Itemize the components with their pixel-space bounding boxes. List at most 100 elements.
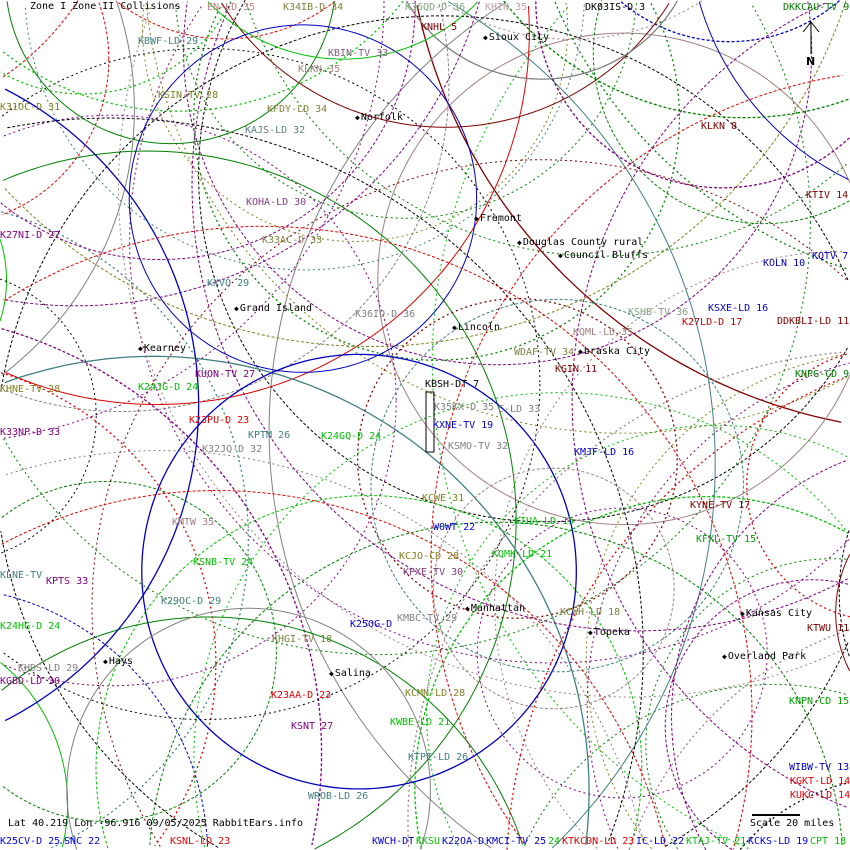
station-label[interactable]: KGKT-LD 14 — [790, 776, 850, 787]
coverage-contour — [0, 15, 849, 848]
station-label[interactable]: K25OG-D — [350, 619, 393, 630]
station-label[interactable]: KUKC-LD 14 — [790, 790, 850, 801]
station-label[interactable]: K33AC-D 33 — [262, 235, 323, 246]
station-label[interactable]: KGIN 11 — [555, 364, 598, 375]
station-label[interactable]: KHNE-TV 28 — [0, 384, 61, 395]
station-label[interactable]: KMBC-TV 29 — [397, 613, 458, 624]
coverage-contour — [698, 1, 849, 180]
station-label[interactable]: KQML-LD 35 — [573, 327, 634, 338]
station-label[interactable]: KQMK-LD 21 — [492, 549, 553, 560]
station-label[interactable]: KUON-TV 27 — [195, 369, 256, 380]
station-label[interactable]: KKSU — [416, 836, 441, 847]
station-label[interactable]: KYNE-TV 17 — [690, 500, 751, 511]
station-label[interactable]: 24 — [548, 836, 561, 847]
station-label[interactable]: KCWE 31 — [422, 493, 465, 504]
station-label[interactable]: KTKCDN-LD 23 — [562, 836, 635, 847]
station-label[interactable]: KMJF-LD 16 — [574, 447, 635, 458]
station-label[interactable]: C-LD 33 — [498, 404, 541, 415]
station-label[interactable]: KSNL-LD 23 — [170, 836, 231, 847]
station-label[interactable]: KWCH-DT — [372, 836, 415, 847]
station-label[interactable]: KFXL-TV 15 — [696, 534, 757, 545]
station-label[interactable]: KBIN-TV 33 — [328, 48, 389, 59]
station-label[interactable]: K35KX-D 35 — [434, 402, 495, 413]
station-label[interactable]: KBSH-DT 7 — [425, 379, 480, 390]
station-label[interactable]: KTAJ-TV 21 — [686, 836, 747, 847]
station-label[interactable]: KMCI-TV 25 — [486, 836, 547, 847]
station-label[interactable]: KHIN 35 — [485, 2, 528, 13]
station-label[interactable]: KFDY-LD 34 — [267, 104, 328, 115]
station-label[interactable]: WROB-LD 26 — [308, 791, 369, 802]
coverage-contour — [1, 211, 249, 849]
station-label[interactable]: KBWF-LD 29 — [138, 36, 199, 47]
station-label[interactable]: KPTM 26 — [248, 430, 291, 441]
station-label[interactable]: KWBE-LD 21 — [390, 717, 451, 728]
station-label[interactable]: IC-LD 22 — [636, 836, 685, 847]
station-label[interactable]: K34IB-D 34 — [283, 2, 344, 13]
station-label[interactable]: K36QD-D 36 — [405, 2, 466, 13]
coverage-contour — [7, 117, 644, 844]
station-label[interactable]: KCJO-CD 28 — [399, 551, 460, 562]
station-label[interactable]: KTPE-LD 26 — [408, 752, 469, 763]
station-label[interactable]: K23PU-D 23 — [189, 415, 250, 426]
station-label[interactable]: KXVO 29 — [207, 278, 250, 289]
station-label[interactable]: WIBW-TV 13 — [789, 762, 850, 773]
station-label[interactable]: KGBD-LD 30 — [0, 676, 61, 687]
station-label[interactable]: DKKCAU-TV 9 — [783, 2, 850, 13]
station-label[interactable]: KTWU 11 — [807, 623, 850, 634]
coverage-contour — [24, 4, 585, 271]
station-label[interactable]: KCMN-LD 28 — [405, 688, 466, 699]
station-label[interactable]: KMTW 35 — [172, 517, 215, 528]
station-label[interactable]: KPXE-TV 30 — [403, 567, 464, 578]
station-label[interactable]: K29OC-D 29 — [161, 596, 222, 607]
station-label[interactable]: KNPN-CD 15 — [789, 696, 850, 707]
station-label[interactable]: KQTV 7 — [812, 251, 849, 262]
station-label[interactable]: K22OA-D — [442, 836, 485, 847]
station-label[interactable]: K27LD-D 17 — [682, 317, 743, 328]
station-label[interactable]: KLNE-TV — [0, 570, 43, 581]
station-label[interactable]: KCWH-LD 18 — [560, 607, 621, 618]
station-label[interactable]: KCKS-LD 19 — [748, 836, 809, 847]
station-label[interactable]: K24JG-D 24 — [138, 382, 199, 393]
station-label[interactable]: K32JQ-D 32 — [202, 444, 263, 455]
city-dot-icon: ◆ — [588, 628, 593, 637]
station-label[interactable]: DK03IS-D 3 — [585, 2, 646, 13]
station-label[interactable]: KHGI-TV 18 — [272, 634, 333, 645]
station-label[interactable]: KNHL 5 — [421, 22, 458, 33]
station-label[interactable]: KSNT 27 — [291, 721, 334, 732]
scale-label: Scale 20 miles — [750, 818, 835, 829]
station-label[interactable]: DDKBLI-LD 11 — [777, 316, 850, 327]
station-label[interactable]: KAJS-LD 32 — [245, 125, 306, 136]
station-label[interactable]: KSHB-TV 36 — [628, 307, 689, 318]
coverage-contour — [433, 467, 675, 710]
station-label[interactable]: K23AA-D 23 — [271, 690, 332, 701]
station-label[interactable]: EN-LD 35 — [207, 2, 256, 13]
station-label[interactable]: KXNE-TV 19 — [433, 420, 494, 431]
station-label[interactable]: KSIN-TV 28 — [158, 90, 219, 101]
station-label[interactable]: CPT 18 — [810, 836, 847, 847]
city-dot-icon: ◆ — [329, 669, 334, 678]
station-label[interactable]: KPTS 33 — [46, 576, 89, 587]
station-label[interactable]: KOHA-LD 30 — [246, 197, 307, 208]
station-label[interactable]: K24HG-D 24 — [0, 621, 61, 632]
station-label[interactable]: KSNB-TV 24 — [193, 557, 254, 568]
station-label[interactable]: K31OC-D 31 — [0, 102, 61, 113]
station-label[interactable]: K25CV-D 25 — [0, 836, 61, 847]
station-label[interactable]: KHDS-LD 29 — [18, 663, 79, 674]
station-label[interactable]: SNC 22 — [64, 836, 101, 847]
station-label[interactable]: KSMO-TV 32 — [448, 441, 509, 452]
station-label[interactable]: K33NP-D 33 — [0, 427, 61, 438]
station-label[interactable]: KSXE-LD 16 — [708, 303, 769, 314]
city-dot-icon: ◆ — [103, 657, 108, 666]
station-label[interactable]: K27NI-D 27 — [0, 230, 61, 241]
station-label[interactable]: KNPG-CD 9 — [795, 369, 850, 380]
station-label[interactable]: KTIV 14 — [806, 190, 849, 201]
station-label[interactable]: K24GQ-D 24 — [321, 431, 382, 442]
station-label[interactable]: K36IO-D 36 — [355, 309, 416, 320]
station-label[interactable]: KLKN 8 — [701, 121, 738, 132]
station-label[interactable]: WDAF-TV 34 — [514, 347, 575, 358]
station-label[interactable]: KOLN 10 — [763, 258, 806, 269]
station-label[interactable]: WOWT 22 — [433, 522, 476, 533]
station-label[interactable]: KLKN 35 — [298, 64, 341, 75]
station-label[interactable]: KIUA-LD 15 — [514, 516, 575, 527]
